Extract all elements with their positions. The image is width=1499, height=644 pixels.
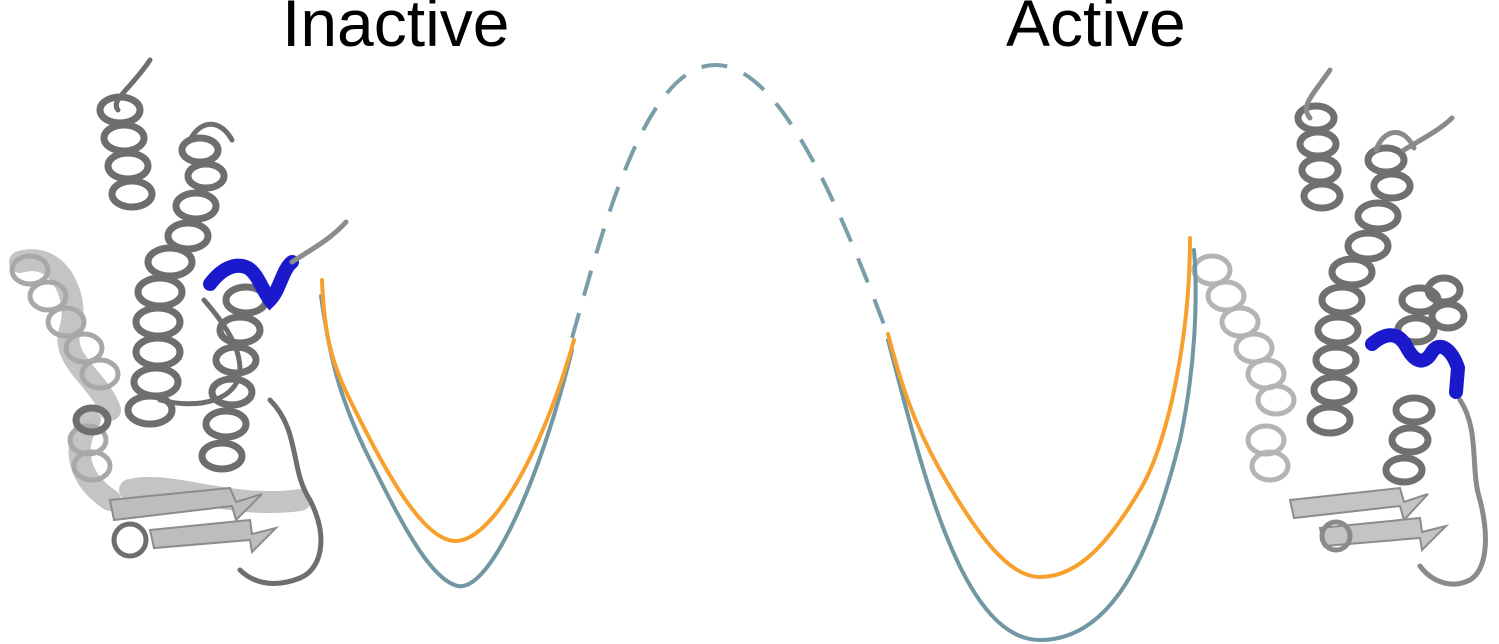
inactive-state-label: Inactive <box>282 0 510 60</box>
transition-barrier-dashed-curve <box>570 62 888 339</box>
protein-left-light-helices <box>9 249 311 514</box>
protein-left-dark-coils <box>72 93 270 473</box>
protein-right-loops <box>1303 67 1488 587</box>
inactive-well-orange-curve <box>320 278 576 544</box>
active-state-label: Active <box>1006 0 1186 60</box>
protein-right-light-coils <box>1191 253 1297 483</box>
protein-right-highlight-helix <box>1365 328 1466 399</box>
protein-right-sheets <box>1288 486 1450 553</box>
protein-ribbon-inactive-icon <box>9 57 349 586</box>
active-well-orange-curve <box>886 236 1192 580</box>
protein-right-dark-coils <box>1294 102 1468 486</box>
inactive-well-teal-curve <box>319 294 574 589</box>
protein-left-sheets <box>108 486 280 555</box>
protein-ribbon-active-icon <box>1191 67 1488 587</box>
protein-left-highlight-helix <box>203 219 349 311</box>
protein-left-light-coils <box>9 253 121 483</box>
protein-left-loops <box>111 57 324 586</box>
active-well-teal-curve <box>886 248 1198 643</box>
